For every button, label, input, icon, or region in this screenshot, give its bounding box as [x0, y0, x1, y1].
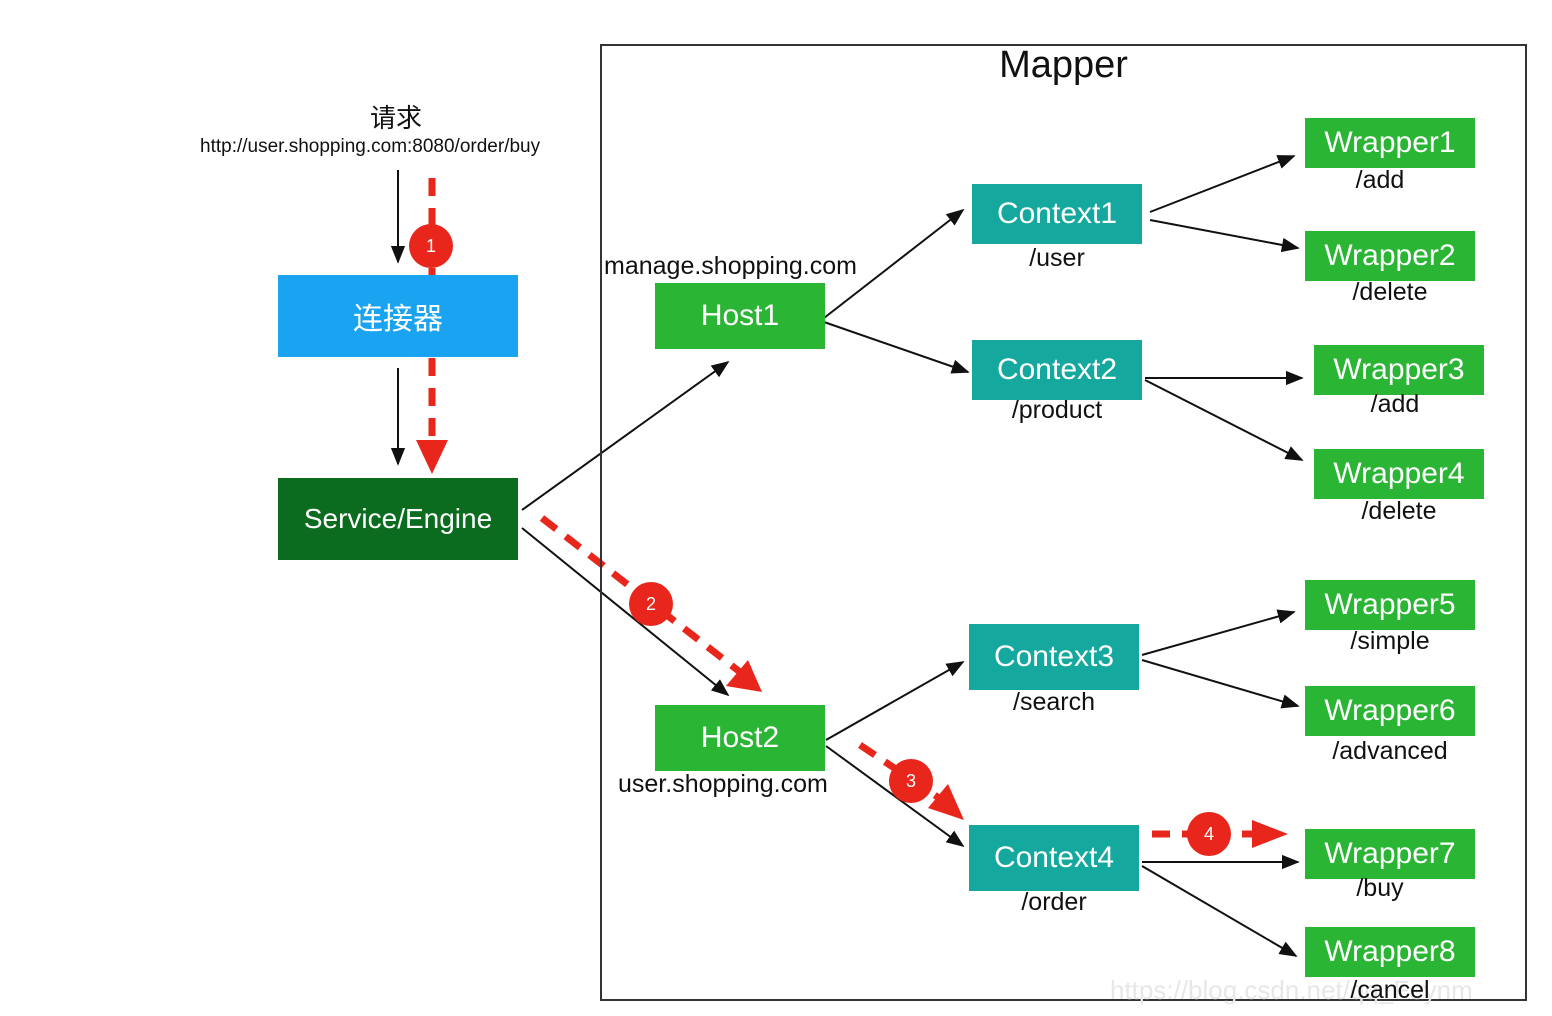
arrow-context3-to-wrapper5 — [1141, 609, 1296, 656]
wrapper6-box: Wrapper6 — [1305, 686, 1475, 736]
arrow-context2-to-wrapper4 — [1144, 379, 1304, 461]
context4-path: /order — [1021, 888, 1087, 916]
context1-path: /user — [1029, 244, 1085, 272]
arrow-context3-to-wrapper6 — [1141, 659, 1300, 709]
context4-label: Context4 — [993, 841, 1115, 874]
arrow-context4-to-wrapper8 — [1141, 865, 1298, 957]
mapper-title: Mapper — [999, 44, 1128, 86]
wrapper5-path: /simple — [1350, 627, 1430, 655]
wrapper2-label: Wrapper2 — [1324, 239, 1456, 272]
arrow-host2-to-context3 — [825, 661, 965, 741]
mapper-container — [600, 44, 1527, 1001]
wrapper4-label: Wrapper4 — [1333, 457, 1465, 490]
wrapper7-path: /buy — [1356, 874, 1404, 902]
wrapper5-label: Wrapper5 — [1324, 588, 1456, 621]
step1-arrowhead — [416, 440, 448, 474]
wrapper8-path: /cancel — [1350, 976, 1430, 1004]
step4-arrowhead — [1252, 820, 1288, 848]
watermark: https://blog.csdn.net/qq_Feynm — [1110, 975, 1473, 1005]
connector-box: 连接器 — [278, 275, 518, 357]
step-2-badge: 2 — [629, 582, 673, 626]
host1-domain: manage.shopping.com — [604, 252, 857, 280]
step-1-badge: 1 — [409, 224, 453, 268]
connector-label: 连接器 — [353, 302, 443, 337]
host2-domain: user.shopping.com — [618, 770, 828, 798]
context2-label: Context2 — [996, 353, 1118, 386]
wrapper4-box: Wrapper4 — [1314, 449, 1484, 499]
host1-box: Host1 — [655, 283, 825, 349]
context1-label: Context1 — [996, 197, 1118, 230]
wrapper4-path: /delete — [1361, 497, 1437, 525]
step-3-badge: 3 — [889, 759, 933, 803]
context3-label: Context3 — [993, 640, 1115, 673]
arrow-host1-to-context1 — [823, 208, 965, 319]
wrapper3-box: Wrapper3 — [1314, 345, 1484, 395]
engine-label: Service/Engine — [303, 503, 493, 534]
arrow-context1-to-wrapper1 — [1149, 155, 1296, 213]
arrow-engine-to-host1 — [521, 360, 730, 511]
request-url: http://user.shopping.com:8080/order/buy — [200, 136, 541, 157]
wrapper1-label: Wrapper1 — [1324, 126, 1456, 159]
wrapper6-path: /advanced — [1332, 737, 1448, 765]
step3-arrowhead — [928, 784, 964, 820]
wrapper6-label: Wrapper6 — [1324, 694, 1456, 727]
wrapper8-box: Wrapper8 — [1305, 927, 1475, 977]
context2-box: Context2 — [972, 340, 1142, 400]
engine-box: Service/Engine — [278, 478, 518, 560]
context4-box: Context4 — [969, 825, 1139, 891]
arrow-context1-to-wrapper2 — [1149, 219, 1300, 253]
host2-label: Host2 — [700, 721, 780, 754]
wrapper5-box: Wrapper5 — [1305, 580, 1475, 630]
wrapper1-path: /add — [1355, 166, 1405, 194]
step-4-badge: 4 — [1187, 812, 1231, 856]
wrapper3-label: Wrapper3 — [1333, 353, 1465, 386]
wrapper7-box: Wrapper7 — [1305, 829, 1475, 879]
wrapper8-label: Wrapper8 — [1324, 935, 1456, 968]
step3-dashed-path — [858, 742, 944, 803]
request-title: 请求 — [370, 104, 423, 134]
wrapper3-path: /add — [1370, 390, 1420, 418]
wrapper2-box: Wrapper2 — [1305, 231, 1475, 281]
context3-path: /search — [1013, 688, 1095, 716]
wrapper7-label: Wrapper7 — [1324, 837, 1456, 870]
wrapper1-box: Wrapper1 — [1305, 118, 1475, 168]
wrapper2-path: /delete — [1352, 278, 1428, 306]
host2-box: Host2 — [655, 705, 825, 771]
context2-path: /product — [1011, 396, 1103, 424]
step2-arrowhead — [726, 660, 762, 692]
arrow-engine-to-host2 — [521, 527, 730, 697]
arrow-host1-to-context2 — [823, 321, 970, 374]
context3-box: Context3 — [969, 624, 1139, 690]
host1-label: Host1 — [700, 299, 780, 332]
context1-box: Context1 — [972, 184, 1142, 244]
